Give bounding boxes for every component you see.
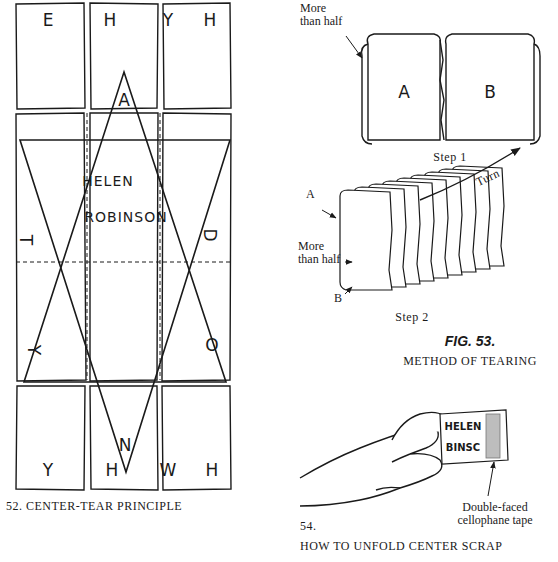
- fold-line: [16, 113, 231, 380]
- caption-text: HOW TO UNFOLD CENTER SCRAP: [300, 540, 502, 553]
- book: [362, 34, 540, 144]
- written-letter: Y: [25, 345, 44, 355]
- written-letter: D: [201, 228, 220, 241]
- caption-text: 54.: [300, 520, 317, 533]
- center-scrap: [440, 410, 508, 464]
- caption-text: METHOD OF TEARING: [403, 355, 537, 368]
- written-letter: ROBINSON: [84, 210, 167, 225]
- written-letter: H: [206, 461, 219, 480]
- sheet: [340, 190, 392, 290]
- leader-line: [488, 462, 494, 496]
- hand: [300, 412, 446, 506]
- leader-line: [345, 262, 352, 263]
- leader-line: [346, 36, 362, 58]
- caption-text: More than half: [298, 240, 344, 266]
- caption-text: Step 1: [433, 151, 466, 164]
- caption-text: Step 2: [395, 311, 428, 324]
- written-letter: B: [484, 83, 496, 102]
- turn-arrow: [420, 148, 520, 200]
- written-letter: T: [17, 235, 36, 245]
- torn-paper: [16, 3, 231, 490]
- written-letter: O: [205, 336, 218, 355]
- caption-text: A: [306, 188, 315, 201]
- written-letter: N: [119, 436, 132, 455]
- written-letter: H: [104, 11, 117, 30]
- caption-text: FIG. 53.: [445, 334, 496, 349]
- leader-line: [345, 287, 352, 294]
- written-letter: A: [398, 83, 410, 102]
- caption-text: Double-faced cellophane tape: [440, 501, 550, 527]
- torn-stack: [340, 166, 504, 290]
- written-letter: HELEN: [82, 174, 134, 189]
- written-letter: W: [160, 461, 177, 480]
- caption-text: BINSC: [446, 442, 480, 453]
- written-letter: Y: [163, 11, 173, 30]
- tape: [486, 414, 500, 458]
- caption-text: B: [334, 292, 342, 305]
- written-letter: H: [204, 11, 217, 30]
- caption-text: HELEN: [445, 421, 482, 432]
- star: [20, 72, 230, 472]
- written-letter: Y: [43, 461, 53, 480]
- leader-line: [322, 210, 336, 218]
- written-letter: H: [106, 461, 119, 480]
- written-letter: A: [118, 91, 130, 110]
- caption-text: 52. CENTER-TEAR PRINCIPLE: [6, 500, 182, 513]
- written-letter: E: [43, 11, 54, 30]
- caption-text: More than half: [300, 2, 346, 28]
